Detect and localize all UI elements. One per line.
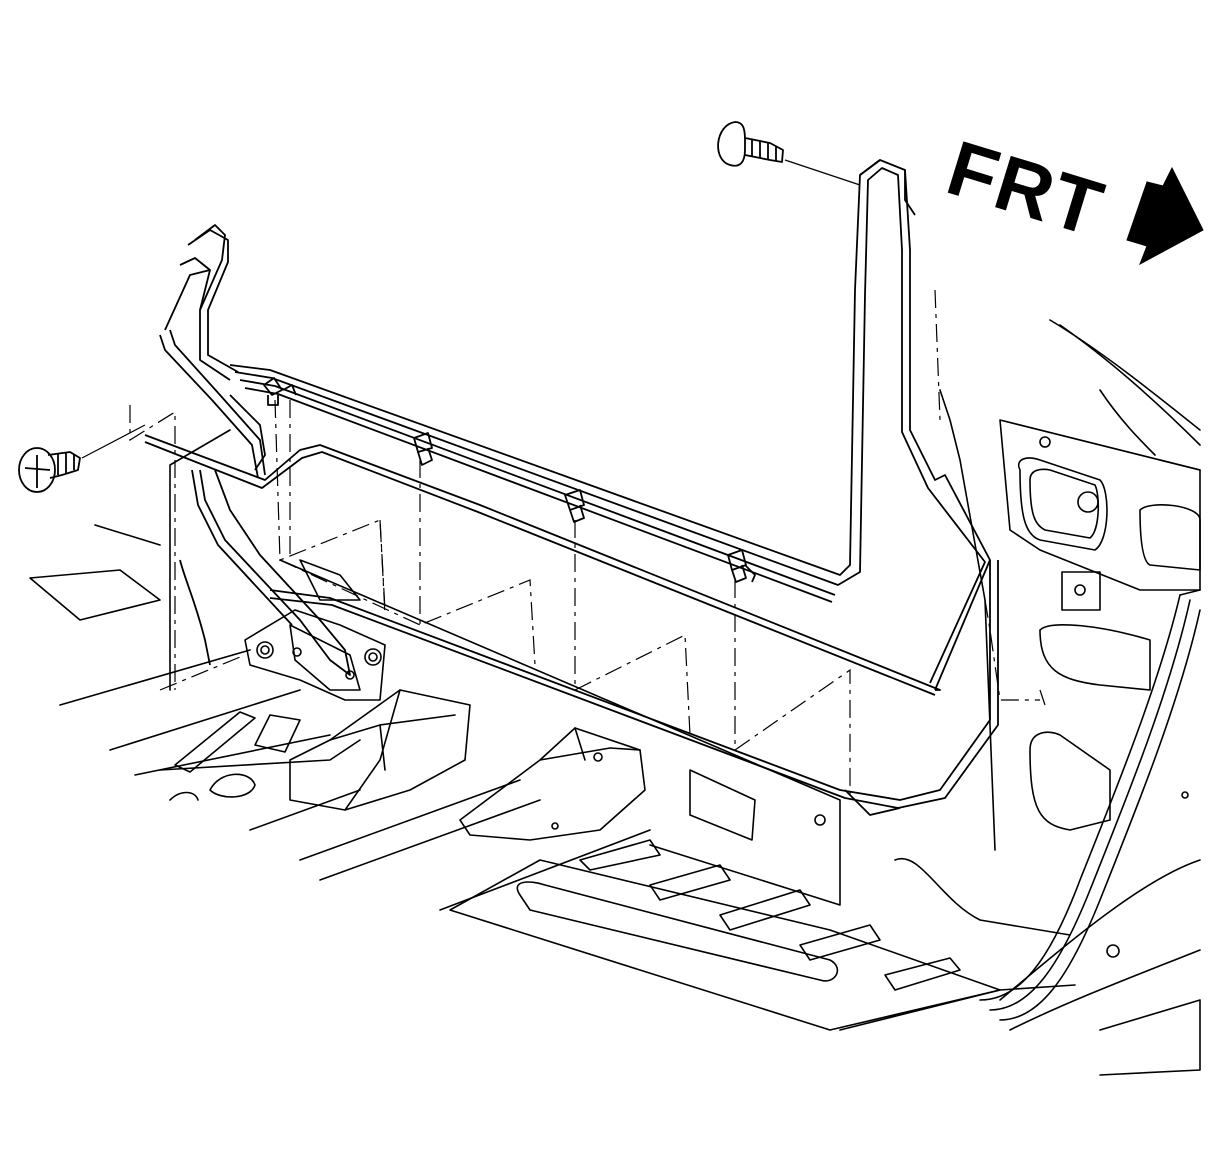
alignment-lines	[130, 290, 1045, 800]
left-hinge-bracket	[245, 560, 385, 700]
trunk-hinge-arm	[180, 470, 350, 675]
vehicle-body-structure	[30, 320, 1200, 1075]
fastener-leader-lines	[82, 160, 860, 458]
upper-trim-panel	[145, 160, 998, 815]
front-direction-arrow	[1127, 168, 1203, 264]
push-pin-fastener-top	[718, 122, 783, 166]
push-pin-fastener-left	[19, 448, 80, 492]
